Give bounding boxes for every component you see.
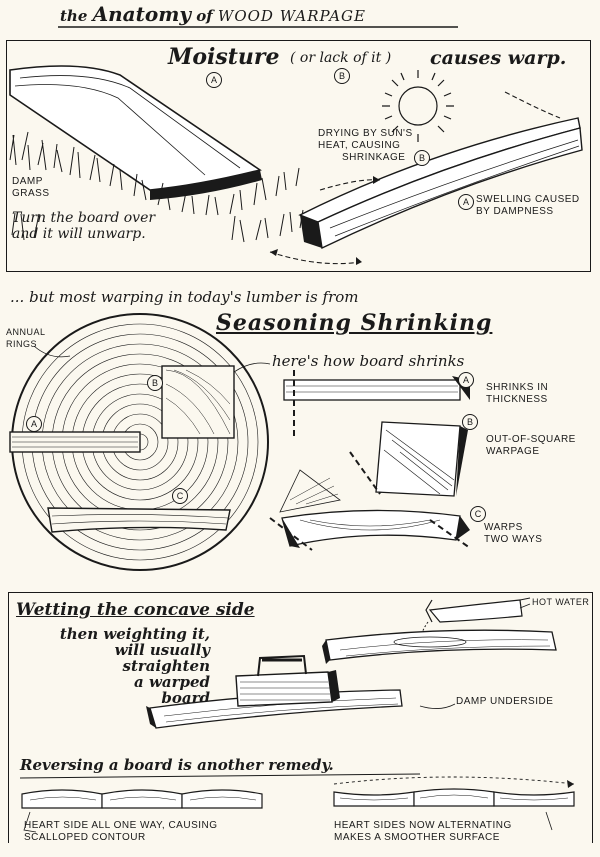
moisture-paren: ( or lack of it ) (290, 50, 392, 66)
note-shrinks-thickness: SHRINKS IN THICKNESS (486, 382, 549, 405)
left-caption: HEART SIDE ALL ONE WAY, CAUSING SCALLOPE… (24, 820, 218, 843)
moisture-heading-tail: causes warp. (430, 47, 567, 69)
swelling-label-a: A (458, 194, 474, 210)
drying-line-2: HEAT, CAUSING (318, 140, 401, 151)
cupped-board-face (300, 215, 322, 248)
shrink-label-b: B (462, 414, 478, 430)
iron-weight-icon (235, 671, 333, 707)
note-warps-two-ways: WARPS TWO WAYS (484, 522, 543, 545)
wetted-board (325, 629, 557, 661)
title-main: WOOD WARPAGE (217, 7, 366, 25)
moisture-panel (6, 40, 591, 272)
damp-underside-label: DAMP UNDERSIDE (456, 696, 554, 707)
annual-rings-label: ANNUAL RINGS (6, 327, 46, 349)
note-out-of-square: OUT-OF-SQUARE WARPAGE (486, 434, 576, 457)
log-cross-section (9, 313, 471, 571)
board-grain (14, 75, 241, 176)
wetting-heading: Wetting the concave side (16, 600, 255, 620)
log-label-b: B (147, 375, 163, 391)
alternating-boards (333, 788, 575, 807)
how-board-shrinks: here's how board shrinks (272, 352, 465, 370)
board-b-cut (161, 365, 235, 439)
seasoning-intro: ... but most warping in today's lumber i… (10, 288, 359, 306)
hot-water-label: HOT WATER (532, 597, 590, 607)
title-prefix: the (60, 7, 93, 25)
board-c-cut (47, 507, 231, 533)
right-caption: HEART SIDES NOW ALTERNATING MAKES A SMOO… (334, 820, 512, 843)
cupped-board-grain (329, 139, 580, 237)
scalloped-boards (21, 789, 263, 809)
page-title: the Anatomy of WOOD WARPAGE (60, 2, 480, 28)
swelling-line-2: BY DAMPNESS (476, 206, 554, 217)
shrunk-board-b (375, 421, 461, 497)
remedy-panel (8, 592, 593, 843)
drying-label-b: B (414, 150, 430, 166)
title-anatomy: Anatomy (92, 2, 191, 26)
weighted-board (149, 689, 403, 729)
moisture-label-a: A (206, 72, 222, 88)
shrink-label-c: C (470, 506, 486, 522)
damp-grass (9, 131, 304, 243)
drying-line-1: DRYING BY SUN'S (318, 128, 413, 139)
damp-grass-label: DAMP GRASS (12, 176, 50, 199)
shrink-label-a: A (458, 372, 474, 388)
log-label-c: C (172, 488, 188, 504)
moisture-heading: Moisture (168, 44, 280, 70)
kettle-spout (428, 599, 523, 623)
reversing-heading: Reversing a board is another remedy. (20, 756, 334, 774)
drying-line-3: SHRINKAGE (342, 152, 406, 163)
warped-board-edge (150, 170, 262, 200)
moisture-label-b: B (334, 68, 350, 84)
log-label-a: A (26, 416, 42, 432)
swelling-line-1: SWELLING CAUSED (476, 194, 580, 205)
turn-board-note: Turn the board over and it will unwarp. (12, 210, 156, 242)
sun-icon (382, 70, 454, 142)
seasoning-heading: Seasoning Shrinking (216, 310, 493, 336)
title-of: of (191, 7, 218, 25)
cupped-board-side (317, 127, 583, 250)
moisture-illustration (9, 65, 583, 265)
title-underline (58, 26, 458, 28)
shrunk-board-a (283, 379, 461, 401)
weighting-steps: then weighting it, will usually straight… (59, 625, 210, 707)
